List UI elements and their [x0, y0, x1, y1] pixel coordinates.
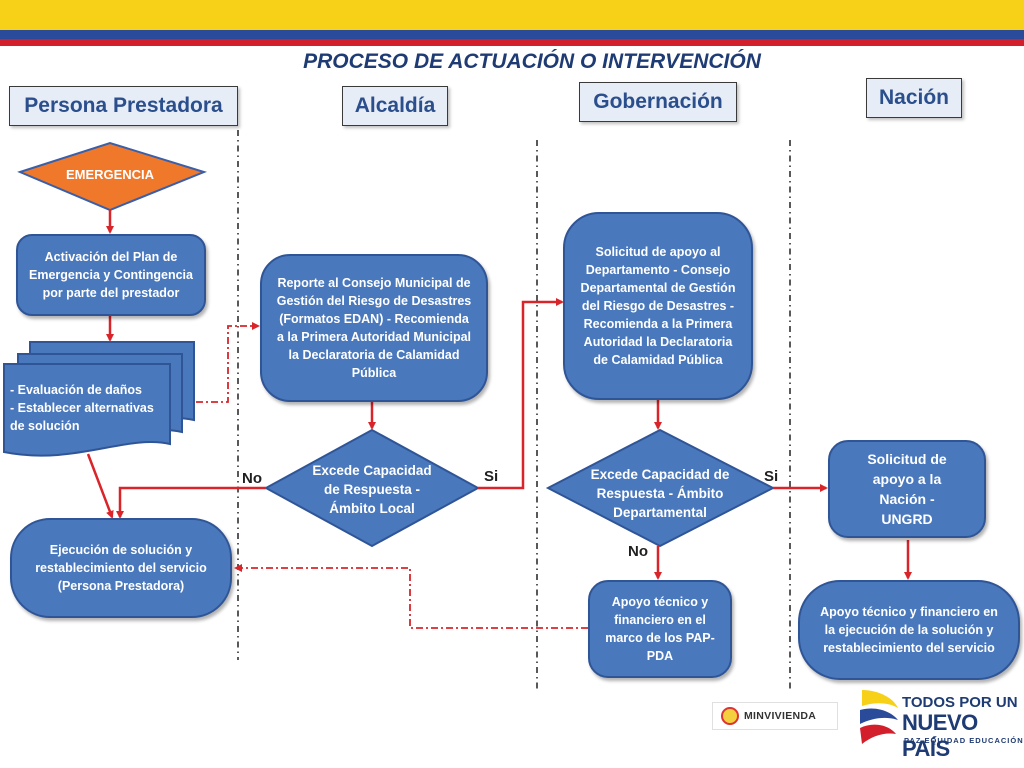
arrow-si-local: [478, 298, 564, 490]
arrow-no-local: [116, 486, 266, 519]
label-si-local: Si: [484, 468, 499, 485]
label-no-local: No: [242, 470, 262, 487]
header-persona-prestadora: Persona Prestadora: [9, 86, 238, 126]
node-excede-depto: Excede Capacidad de Respuesta - Ámbito D…: [590, 466, 730, 520]
label-no-depto: No: [628, 543, 648, 560]
node-emergencia: EMERGENCIA: [65, 166, 155, 182]
flag-blue-stripe: [0, 30, 1024, 39]
header-nacion: Nación: [866, 78, 962, 118]
dashed-pap-ejecucion: [234, 564, 588, 629]
node-excede-local: Excede Capacidad de Respuesta - Ámbito L…: [312, 462, 432, 516]
node-apoyo-nacion: Apoyo técnico y financiero en la ejecuci…: [798, 580, 1020, 680]
flag-yellow-stripe: [0, 0, 1024, 30]
node-reporte: Reporte al Consejo Municipal de Gestión …: [260, 254, 488, 402]
flag-swoosh-icon: [860, 690, 898, 744]
node-activacion: Activación del Plan de Emergencia y Cont…: [16, 234, 206, 316]
minvivienda-text: MINVIVIENDA: [744, 710, 817, 722]
todos-line-3: PAZ EQUIDAD EDUCACIÓN: [904, 736, 1024, 745]
todos-line-2: NUEVO PAÍS: [902, 710, 978, 761]
node-solicitud-nacion: Solicitud de apoyo a la Nación - UNGRD: [828, 440, 986, 538]
todos-por-un-nuevo-pais-logo: TODOS POR UN NUEVO PAÍS PAZ EQUIDAD EDUC…: [856, 684, 1024, 761]
excede-depto-shape: [545, 428, 776, 548]
dashed-evaluacion-reporte: [196, 322, 260, 403]
node-apoyo-pap: Apoyo técnico y financiero en el marco d…: [588, 580, 732, 678]
header-alcaldia: Alcaldía: [342, 86, 448, 126]
node-ejecucion: Ejecución de solución y restablecimiento…: [10, 518, 232, 618]
colombia-seal-icon: [721, 707, 739, 725]
todos-line-1: TODOS POR UN: [902, 694, 1018, 711]
page-title: PROCESO DE ACTUACIÓN O INTERVENCIÓN: [303, 50, 761, 73]
header-gobernacion: Gobernación: [579, 82, 737, 122]
emergencia-shape: [17, 141, 207, 212]
label-si-depto: Si: [764, 468, 779, 485]
node-solicitud-depto: Solicitud de apoyo al Departamento - Con…: [563, 212, 753, 400]
arrow-evaluacion-ejecucion: [86, 453, 114, 519]
flag-red-stripe: [0, 39, 1024, 46]
evaluacion-document-stack: [3, 341, 195, 457]
node-evaluacion: - Evaluación de daños - Establecer alter…: [10, 383, 154, 433]
minvivienda-logo: MINVIVIENDA: [712, 702, 838, 730]
excede-local-shape: [263, 428, 481, 548]
